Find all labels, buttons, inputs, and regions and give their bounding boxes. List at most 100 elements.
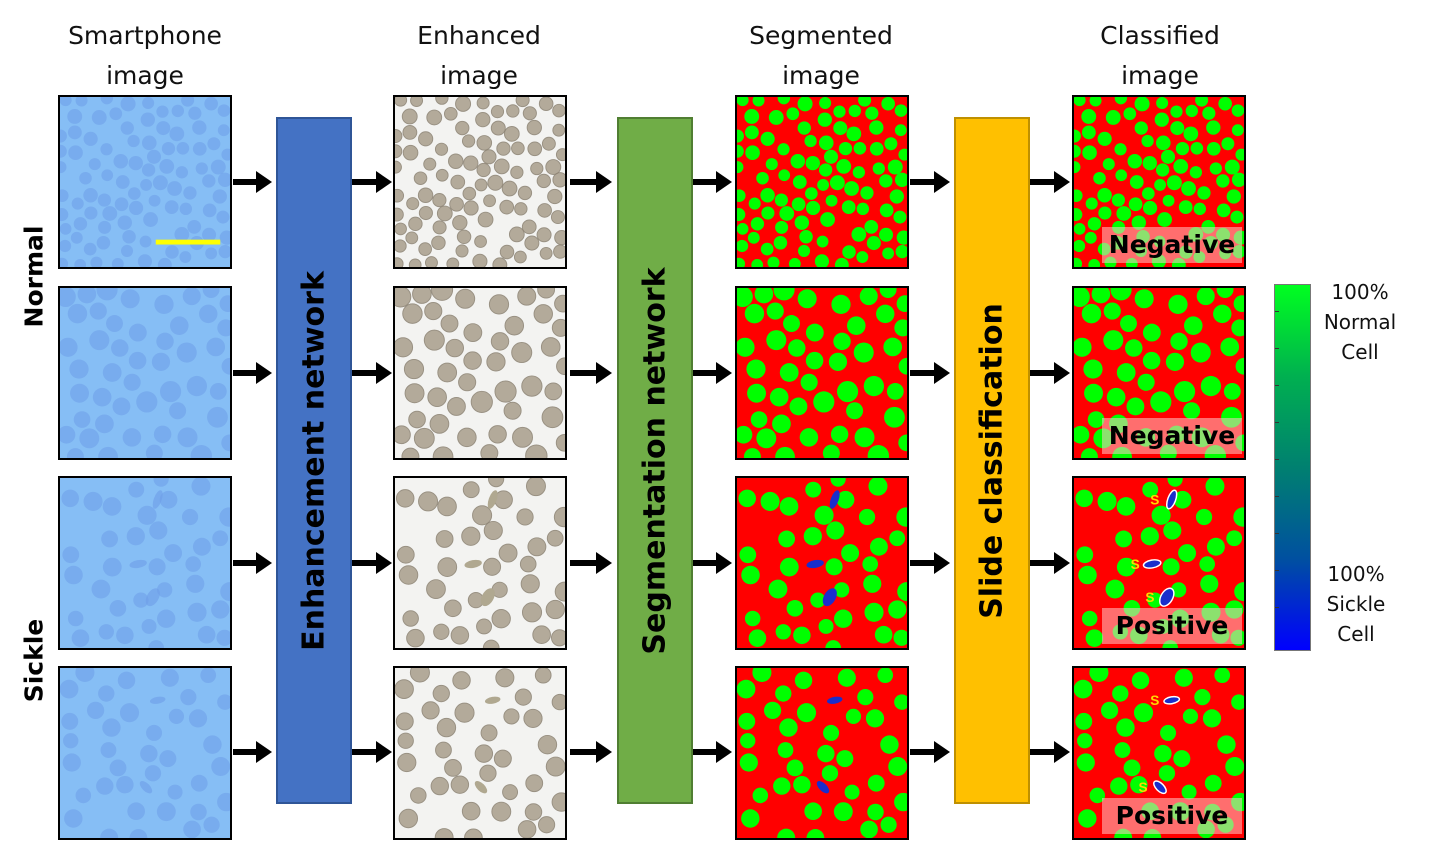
cell (202, 174, 216, 188)
normal-cell-mark (805, 187, 818, 200)
normal-cell-mark (869, 120, 884, 135)
cell (499, 199, 515, 215)
normal-cell-mark (896, 507, 907, 527)
normal-cell-mark (741, 565, 760, 585)
column-title-line: image (440, 61, 518, 90)
cell (209, 382, 227, 400)
cell (206, 337, 226, 357)
colorbar-label-line: Sickle (1326, 592, 1386, 616)
normal-cell-mark (760, 242, 774, 256)
cell (446, 257, 460, 267)
cell (519, 555, 537, 573)
cell (221, 148, 230, 161)
cell (474, 744, 494, 763)
normal-cell-mark (834, 609, 853, 628)
normal-cell-mark (1204, 774, 1222, 792)
cell (517, 288, 537, 306)
segmented-image-panel (735, 666, 909, 840)
cell (60, 129, 67, 143)
normal-cell-mark (1223, 382, 1241, 400)
cell (182, 288, 201, 306)
cell (62, 546, 80, 564)
cell (550, 629, 565, 647)
normal-cell-mark (846, 126, 862, 142)
normal-cell-mark (848, 104, 862, 118)
normal-cell-mark (791, 197, 806, 212)
normal-cell-mark (769, 387, 789, 407)
normal-cell-mark (1078, 565, 1097, 585)
cell (111, 257, 124, 267)
sickle-cell-mark (806, 559, 824, 569)
normal-cell-mark (752, 97, 765, 107)
flow-arrow (693, 171, 732, 193)
cell (60, 208, 69, 222)
slide-classification-label: Slide classification (974, 302, 1010, 619)
cell (79, 171, 92, 185)
cell (408, 216, 423, 232)
cell (176, 342, 197, 363)
cell (424, 256, 438, 267)
normal-cell-mark (1154, 112, 1169, 127)
normal-cell-mark (831, 294, 851, 315)
cell (181, 508, 199, 526)
cell (477, 211, 494, 228)
row-label-normal: Normal (19, 225, 49, 328)
normal-cell-mark (829, 175, 845, 191)
cell (60, 337, 78, 357)
normal-cell-mark (737, 679, 756, 699)
cell (127, 802, 145, 821)
normal-cell-mark (1098, 206, 1112, 220)
normal-cell-mark (897, 582, 907, 602)
normal-cell-mark (737, 223, 749, 235)
cell (537, 288, 556, 299)
normal-cell-mark (864, 219, 879, 234)
normal-cell-mark (857, 689, 874, 706)
cell (190, 774, 208, 792)
normal-cell-mark (1106, 387, 1126, 407)
flow-arrow (352, 741, 392, 763)
cell (395, 489, 415, 508)
normal-cell-mark (880, 816, 897, 833)
normal-cell-mark (1129, 175, 1144, 189)
cell (396, 545, 415, 564)
cell (444, 599, 462, 618)
normal-cell-mark (775, 685, 792, 702)
cell (525, 444, 548, 458)
cell (461, 801, 481, 821)
normal-cell-mark (1209, 162, 1222, 175)
sickle-cell-mark (129, 559, 147, 569)
normal-cell-mark (738, 712, 756, 730)
normal-cell-mark (858, 97, 872, 107)
normal-cell-mark (872, 162, 885, 175)
cell (545, 756, 565, 777)
cell (490, 105, 505, 119)
cell (61, 489, 79, 508)
cell (395, 337, 414, 358)
cell (191, 478, 211, 496)
flow-arrow (693, 552, 732, 574)
normal-cell-mark (879, 203, 894, 218)
normal-cell-mark (1231, 694, 1244, 710)
cell (395, 188, 405, 203)
cell (199, 304, 218, 324)
normal-cell-mark (1125, 339, 1143, 357)
sickle-marker-label: S (1138, 780, 1147, 795)
normal-cell-mark (1185, 104, 1199, 118)
normal-cell-mark (1178, 200, 1193, 214)
normal-cell-mark (1111, 193, 1125, 207)
colorbar-tick (1275, 422, 1279, 423)
cell (521, 602, 543, 623)
cell (395, 160, 402, 174)
cell (220, 582, 230, 602)
cell (197, 625, 216, 644)
normal-cell-mark (836, 750, 854, 768)
normal-cell-mark (744, 109, 760, 124)
normal-cell-mark (744, 303, 765, 324)
cell (60, 679, 79, 699)
normal-cell-mark (754, 288, 774, 304)
normal-cell-mark (1220, 337, 1240, 357)
normal-cell-mark (797, 97, 813, 112)
cell (175, 166, 189, 179)
cell (398, 808, 419, 829)
sickle-cell-mark (829, 490, 840, 509)
